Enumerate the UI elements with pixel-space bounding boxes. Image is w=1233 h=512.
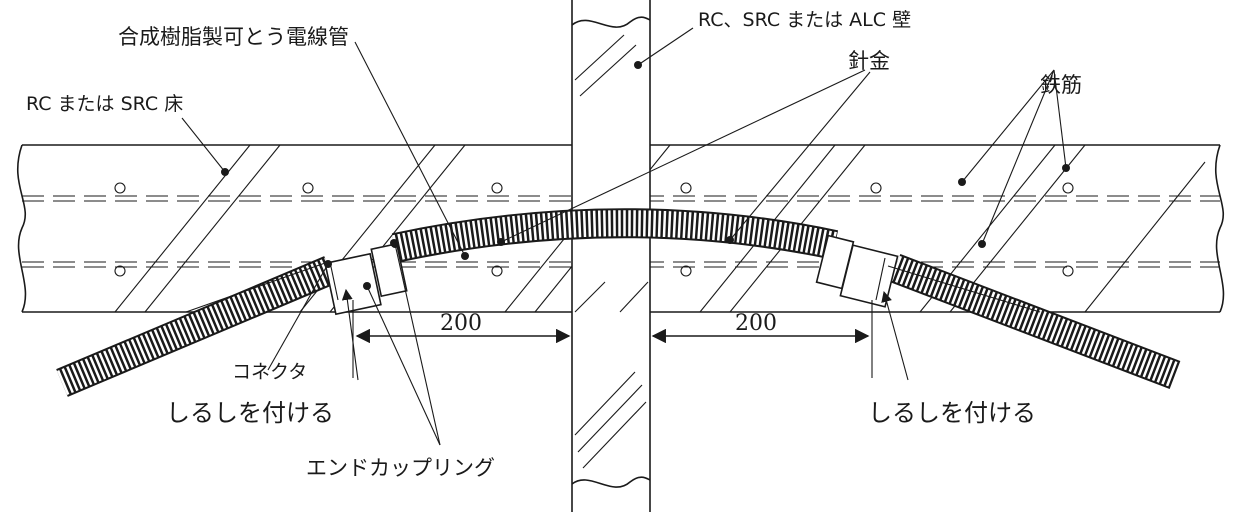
label-end-coupling: エンドカップリング [306, 456, 495, 480]
label-connector: コネクタ [232, 361, 307, 383]
label-conduit: 合成樹脂製可とう電線管 [118, 25, 349, 49]
left-coupling [324, 239, 408, 316]
conduit-left-tail [56, 256, 336, 397]
dim-left-label: 200 [440, 311, 482, 336]
floor-hatching [114, 144, 1206, 313]
dimension-right: 200 [651, 300, 873, 378]
label-mark-right: しるしを付ける [868, 399, 1036, 427]
flexible-conduit [56, 208, 1181, 397]
conduit-right-tail [889, 253, 1181, 390]
dimension-left: 200 [352, 300, 571, 378]
label-mark-left: しるしを付ける [166, 399, 334, 427]
rebar-dots [114, 182, 1074, 277]
wire-ties [185, 261, 1041, 313]
label-floor: RC または SRC 床 [26, 93, 183, 115]
label-rebar: 鉄筋 [1040, 73, 1082, 97]
label-wire: 針金 [848, 49, 890, 73]
conduit-center [391, 208, 839, 263]
label-wall: RC、SRC または ALC 壁 [698, 9, 911, 31]
dim-right-label: 200 [735, 311, 777, 336]
leader-lines [181, 27, 1070, 446]
wall [571, 0, 651, 512]
